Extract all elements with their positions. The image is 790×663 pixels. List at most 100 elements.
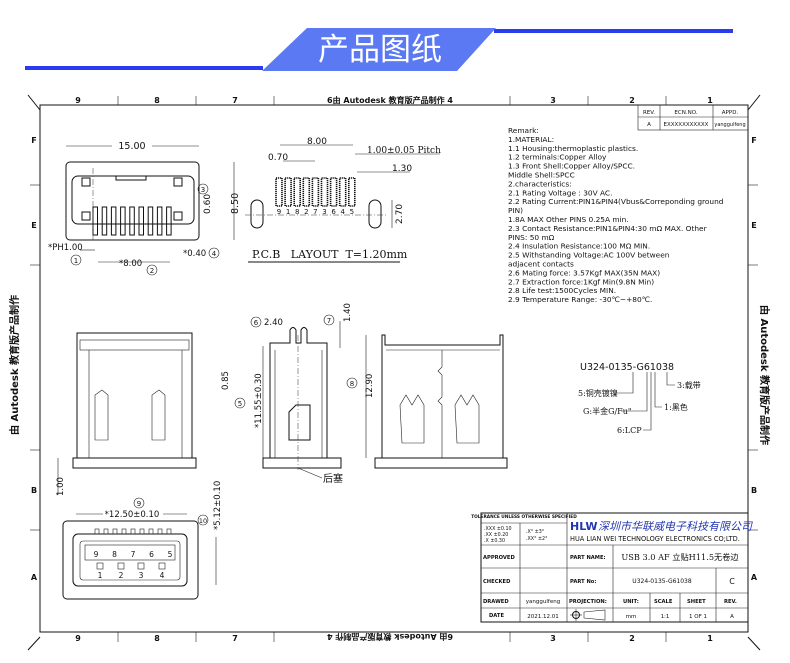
tolerance-title: TOLERANCE UNLESS OTHERWISE SPECIFIED [471, 514, 577, 520]
remark-line: PINS: 50 mΩ [508, 233, 555, 242]
tol-xx: .XX ±0.20 [484, 532, 508, 538]
left-side-view: 1.00 0.85 [56, 332, 231, 496]
unit-label: UNIT: [623, 599, 639, 605]
shell-contact [148, 528, 154, 535]
col-label: 2 [629, 634, 635, 643]
note-1: 1:黑色 [664, 402, 688, 412]
pcb-pad [302, 177, 311, 207]
col-label: 7 [232, 634, 238, 643]
drawing-frame: 9 8 7 6由 Autodesk 教育版产品制作 4 3 2 1 9 8 7 … [8, 94, 771, 651]
projection-label: PROJECTION: [569, 599, 607, 605]
mating-pin-label: 8 [112, 550, 117, 559]
pcb-pad [284, 177, 292, 207]
appd-value: yanggulfeng [714, 122, 745, 128]
appd-header: APPD. [722, 110, 739, 116]
dim-8-50: 8.50 [230, 193, 241, 214]
shell-contact [130, 528, 136, 535]
remarks: Remark:1.MATERIAL: 1.1 Housing:thermopla… [508, 126, 724, 304]
rev-value: A [730, 614, 734, 620]
callout-4: 4 [212, 250, 217, 258]
remark-line: adjacent contacts [508, 260, 574, 269]
scale-value: 1:1 [661, 614, 670, 620]
mating-pin-label: 5 [168, 550, 173, 559]
remark-line: 1.2 terminals:Copper Alloy [508, 153, 607, 162]
rev-header: REV. [643, 110, 655, 116]
remark-line: 2.4 Insulation Resistance:100 MΩ MIN. [508, 242, 650, 251]
company-name-cn: 深圳市华联威电子科技有限公司 [598, 520, 753, 533]
dim-12-50: *12.50±0.10 [105, 510, 160, 520]
pcb-pad [320, 177, 329, 207]
pcb-pin-label: 6 [331, 208, 336, 216]
terminal-pin [138, 206, 144, 236]
top-view: 15.00 8.50 0.60 *PH1.00 *8.00 *0.40 1 2 … [48, 140, 241, 276]
terminal-pin [147, 206, 154, 236]
mating-pin-label: 4 [160, 571, 165, 580]
mating-pin-label: 9 [94, 550, 99, 559]
banner-title: 产品图纸 [318, 32, 442, 68]
pcb-pad [293, 177, 302, 207]
callout-3: 3 [201, 186, 205, 194]
company-name-en: HUA LIAN WEI TECHNOLOGY ELECTRONICS CO;L… [570, 535, 740, 543]
col-label: 1 [707, 96, 713, 105]
date-label: DATE [489, 613, 504, 619]
shell-contact [166, 528, 172, 535]
part-name-value: USB 3.0 AF 立贴H11.5无卷边 [621, 552, 738, 562]
terminal-pin [101, 206, 108, 236]
terminal-pin [120, 206, 126, 236]
projection-symbol [570, 609, 606, 621]
dim-0-70: 0.70 [268, 153, 288, 163]
remark-line: 2.2 Rating Current:PIN1&PIN4(Vbus&Correp… [508, 197, 724, 206]
pcb-pad [338, 177, 347, 207]
banner-ribbon [262, 28, 496, 71]
callout-7: 7 [327, 317, 331, 325]
col-label: 3 [550, 96, 556, 105]
dim-span: *8.00 [119, 259, 142, 269]
drawed-label: DRAWED [483, 599, 509, 605]
dim-5-12: *5.12±0.10 [213, 481, 223, 530]
col-label: 9 [75, 634, 81, 643]
pcb-pad [311, 177, 320, 207]
banner-line-right [494, 29, 733, 33]
pcb-caption: P.C.B LAYOUT T=1.20mm [252, 248, 408, 261]
terminal-pin [110, 206, 117, 236]
mating-pin-label: 3 [139, 571, 144, 580]
drawed-value: yanggulfeng [526, 599, 560, 605]
date-value: 2021.12.01 [527, 614, 559, 620]
remark-line: Middle Shell:SPCC [508, 171, 575, 180]
dim-1-30: 1.30 [392, 164, 412, 174]
remark-line: PIN) [508, 206, 523, 215]
note-5: 5:铜壳镀镍 [578, 388, 618, 398]
row-label: E [751, 221, 756, 230]
mating-pin-label: 1 [98, 571, 103, 580]
remark-line: 2.5 Withstanding Voltage:AC 100V between [508, 251, 670, 260]
banner-line-left [25, 66, 263, 70]
row-label: B [31, 486, 37, 495]
dim-8-00: 8.00 [307, 137, 327, 147]
remark-line: Remark: [508, 126, 539, 135]
row-label: A [751, 573, 758, 582]
shell-contact [94, 528, 100, 535]
terminal-pin [92, 206, 98, 236]
approved-label: APPROVED [483, 555, 515, 561]
terminal-pin [129, 206, 135, 236]
company-logo: HLW [570, 520, 598, 533]
contact-pin [117, 562, 125, 570]
contact-pin [158, 562, 166, 570]
contact-pin [96, 562, 104, 570]
part-rev: C [729, 577, 735, 586]
dim-0-85: 0.85 [221, 371, 231, 390]
sheet-value: 1 OF 1 [689, 614, 707, 620]
tol-ang2: .XX° ±2° [526, 536, 548, 542]
mating-pin-label: 6 [149, 550, 154, 559]
part-no-label: PART No: [570, 579, 596, 585]
callout-1: 1 [74, 257, 78, 265]
rear-plug-label: 后塞 [323, 472, 343, 485]
col-label: 9 [75, 96, 81, 105]
shell-contact [121, 528, 127, 535]
dim-pitch: *PH1.00 [48, 243, 83, 253]
pcb-pad [329, 177, 338, 207]
remark-line: 1.3 Front Shell:Copper Alloy/SPCC. [508, 162, 635, 171]
